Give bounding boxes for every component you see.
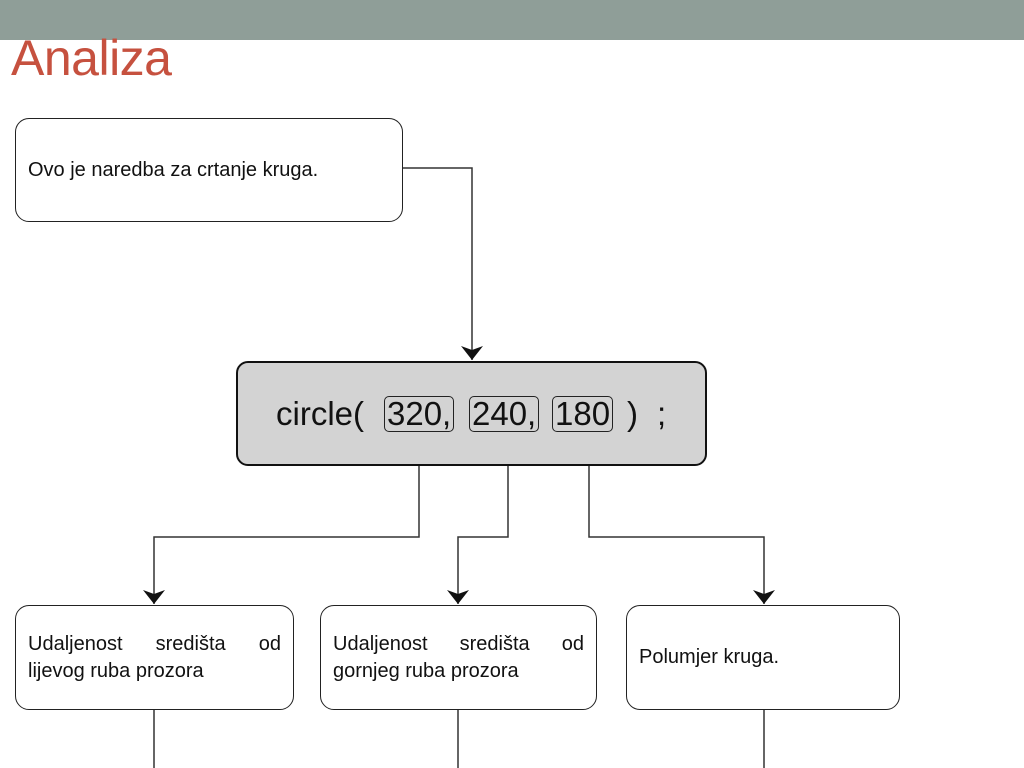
- top-distance-text: Udaljenost središta od gornjeg ruba proz…: [333, 632, 584, 682]
- left-distance-text: Udaljenost središta od lijevog ruba proz…: [28, 632, 281, 682]
- radius-text: Polumjer kruga.: [639, 646, 780, 668]
- left-distance-box: Udaljenost središta od lijevog ruba proz…: [15, 605, 294, 710]
- code-closing-paren: ): [627, 395, 638, 432]
- code-semicolon: ;: [657, 395, 667, 432]
- command-note-box: Ovo je naredba za crtanje kruga.: [15, 118, 403, 222]
- top-distance-box: Udaljenost središta od gornjeg ruba proz…: [320, 605, 597, 710]
- connector-note-to-code: [403, 167, 483, 360]
- connector-arg3-to-radius: [588, 437, 775, 604]
- code-arg-y: 240,: [469, 396, 540, 432]
- connector-arg2-to-top: [447, 437, 509, 604]
- command-note-text: Ovo je naredba za crtanje kruga.: [28, 158, 319, 181]
- radius-box: Polumjer kruga.: [626, 605, 900, 710]
- code-function: circle(: [276, 395, 364, 432]
- code-arg-radius: 180: [552, 396, 614, 432]
- code-arg-x: 320,: [384, 396, 455, 432]
- code-box: circle( 320, 240, 180 ) ;: [236, 361, 707, 466]
- connector-arg1-to-left: [143, 437, 420, 604]
- slide-title: Analiza: [11, 30, 172, 86]
- top-bar: [0, 0, 1024, 40]
